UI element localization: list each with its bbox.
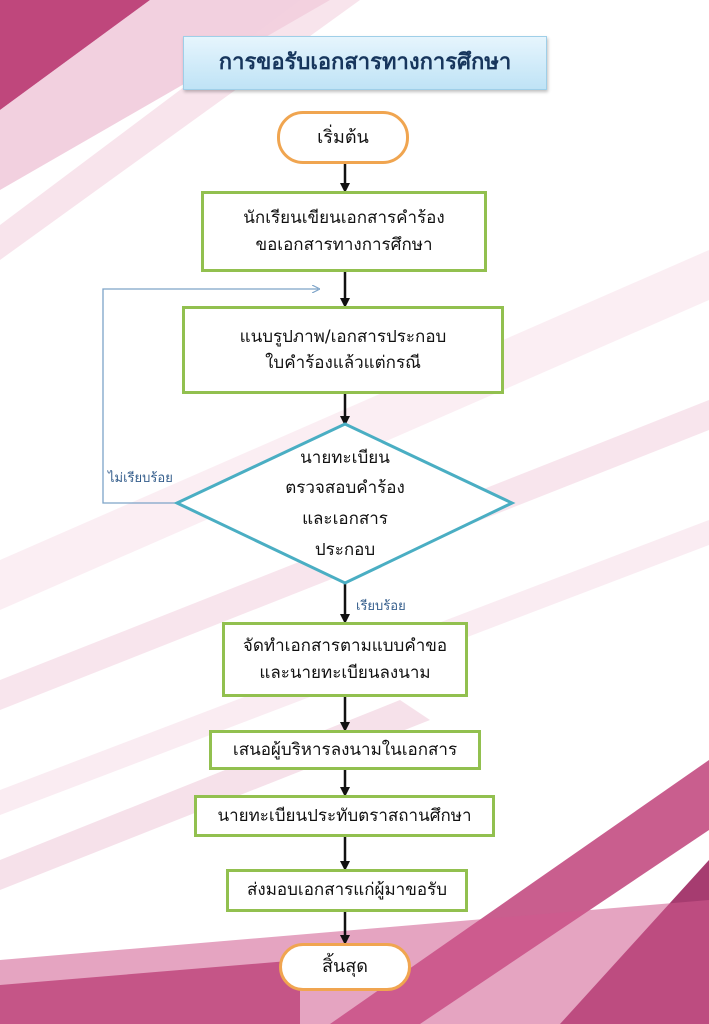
edge-label-not-ok: ไม่เรียบร้อย bbox=[108, 471, 173, 486]
step-executive-sign: เสนอผู้บริหารลงนามในเอกสาร bbox=[209, 730, 481, 770]
decision-check-request: นายทะเบียน ตรวจสอบคำร้อง และเอกสาร ประกอ… bbox=[285, 447, 405, 560]
edge-label-ok: เรียบร้อย bbox=[356, 599, 406, 614]
step-prepare-document: จัดทำเอกสารตามแบบคำขอ และนายทะเบียนลงนาม bbox=[222, 622, 468, 697]
page-title: การขอรับเอกสารทางการศึกษา bbox=[183, 36, 547, 90]
step-write-request: นักเรียนเขียนเอกสารคำร้อง ขอเอกสารทางการ… bbox=[201, 191, 487, 272]
decision-diamond bbox=[173, 422, 516, 585]
step-deliver-document: ส่งมอบเอกสารแก่ผู้มาขอรับ bbox=[226, 869, 468, 912]
end-node: สิ้นสุด bbox=[279, 943, 411, 991]
step-stamp-seal: นายทะเบียนประทับตราสถานศึกษา bbox=[194, 795, 495, 837]
start-node: เริ่มต้น bbox=[277, 111, 409, 164]
loop-back-line bbox=[102, 289, 318, 504]
step-attach-documents: แนบรูปภาพ/เอกสารประกอบ ใบคำร้องแล้วแต่กร… bbox=[182, 306, 504, 394]
